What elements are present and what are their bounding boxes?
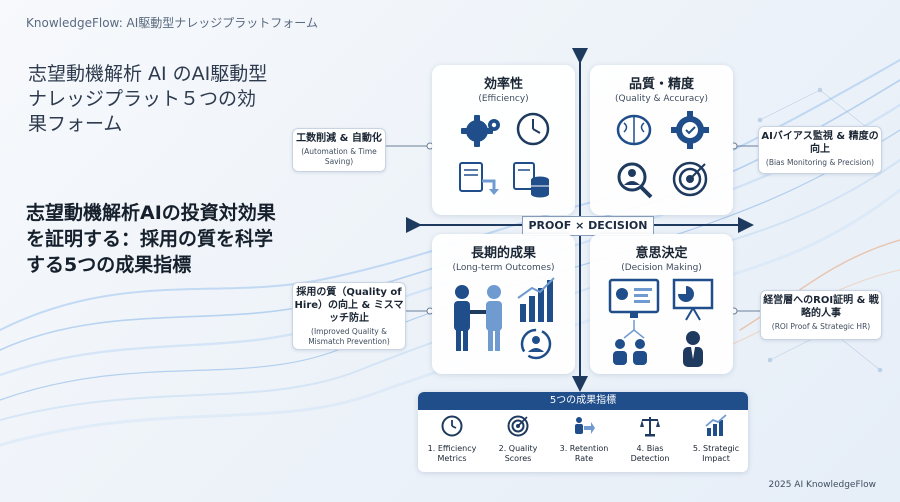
callout-roi-proof: 経営層へのROI証明 & 戦略的人事 (ROI Proof & Strategi…	[760, 290, 882, 340]
dashboard-monitor-icon	[608, 278, 660, 318]
callout-subtitle: (Improved Quality & Mismatch Prevention)	[308, 327, 390, 346]
callout-automation: 工数削減 & 自動化 (Automation & Time Saving)	[292, 128, 386, 172]
card-efficiency: 効率性 (Efficiency)	[432, 65, 575, 215]
card-subtitle: (Quality & Accuracy)	[614, 94, 708, 104]
callout-subtitle: (Bias Monitoring & Precision)	[765, 158, 875, 167]
bar-chart-icon	[705, 414, 727, 436]
page-headline: 志望動機解析AIの投資対効果を証明する：採用の質を科学する5つの成果指標	[26, 202, 276, 276]
retention-arrow-icon	[575, 417, 595, 434]
gear-check-icon	[671, 111, 709, 149]
long-term-icons	[454, 277, 555, 360]
card-long-term: 長期的成果 (Long-term Outcomes)	[432, 234, 575, 374]
metrics-panel-title: 5つの成果指標	[418, 392, 748, 410]
callout-bias-monitoring: AIバイアス監視 & 精度の向上 (Bias Monitoring & Prec…	[758, 126, 882, 174]
callout-quality-of-hire: 採用の質（Quality of Hire）の向上 & ミスマッチ防止 (Impr…	[292, 282, 406, 350]
metric-label: 2. Quality Scores	[498, 444, 538, 463]
metric-efficiency: 1. Efficiency Metrics	[420, 414, 484, 464]
decision-tree-icon	[623, 320, 645, 339]
card-subtitle: (Decision Making)	[621, 263, 702, 273]
efficiency-icons	[459, 112, 550, 198]
callout-subtitle: (ROI Proof & Strategic HR)	[771, 322, 871, 331]
card-title: 長期的成果	[470, 246, 536, 261]
brain-icon	[616, 114, 652, 146]
axis-label: PROOF × DECISION	[522, 216, 654, 236]
gears-icon	[461, 115, 500, 147]
page-subtitle: 志望動機解析 AI のAI駆動型ナレッジプラット５つの効果フォーム	[28, 63, 268, 135]
metric-label: 5. Strategic Impact	[692, 444, 740, 463]
card-subtitle: (Efficiency)	[478, 94, 529, 104]
scales-icon	[640, 417, 660, 437]
card-quality: 品質・精度 (Quality & Accuracy)	[590, 65, 733, 215]
cycle-person-icon	[520, 328, 552, 360]
metric-label: 1. Efficiency Metrics	[427, 444, 477, 463]
target-icon	[672, 161, 708, 197]
quality-icons	[616, 111, 709, 199]
card-title: 品質・精度	[628, 77, 694, 92]
database-document-icon	[513, 162, 549, 198]
callout-title: 採用の質（Quality of Hire）の向上 & ミスマッチ防止	[294, 287, 404, 324]
card-decision: 意思決定 (Decision Making)	[590, 234, 733, 374]
document-flow-icon	[459, 162, 499, 195]
callout-title: AIバイアス監視 & 精度の向上	[761, 131, 879, 155]
metrics-panel: 5つの成果指標 1. Efficiency Metrics 2. Quality…	[418, 392, 748, 472]
handshake-icon	[454, 285, 502, 351]
executive-icon	[683, 331, 703, 367]
presentation-board-icon	[672, 278, 714, 321]
clock-icon	[516, 112, 550, 146]
callout-subtitle: (Automation & Time Saving)	[301, 147, 377, 166]
target-icon	[507, 415, 529, 437]
footer-copyright: 2025 AI KnowledgeFlow	[768, 480, 876, 490]
brand-title: KnowledgeFlow: AI駆動型ナレッジプラットフォーム	[26, 16, 318, 30]
card-title: 効率性	[483, 77, 523, 92]
magnifier-person-icon	[617, 162, 653, 199]
clock-icon	[441, 415, 463, 437]
callout-title: 経営層へのROI証明 & 戦略的人事	[763, 295, 879, 319]
team-icon	[613, 339, 647, 365]
card-subtitle: (Long-term Outcomes)	[452, 263, 555, 273]
metric-strategic: 5. Strategic Impact	[684, 414, 748, 464]
metric-label: 3. Retention Rate	[559, 444, 609, 463]
metric-retention: 3. Retention Rate	[552, 414, 616, 464]
metric-label: 4. Bias Detection	[630, 444, 670, 463]
bar-chart-up-icon	[517, 277, 555, 322]
metric-bias: 4. Bias Detection	[618, 414, 682, 464]
decision-icons	[608, 278, 714, 367]
callout-title: 工数削減 & 自動化	[296, 133, 382, 144]
metric-quality: 2. Quality Scores	[486, 414, 550, 464]
card-title: 意思決定	[635, 246, 688, 261]
